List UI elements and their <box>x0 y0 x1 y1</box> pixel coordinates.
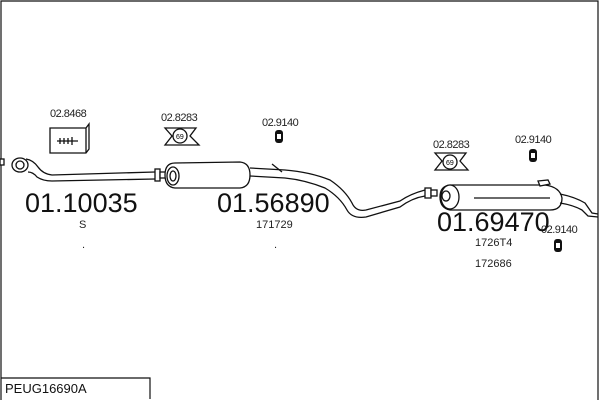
part-number: 01.69470 <box>437 207 550 237</box>
part-01-10035[interactable]: 01.10035 S . <box>25 188 138 251</box>
accessory-ref: 02.8283 <box>433 139 470 151</box>
center-silencer <box>159 161 432 218</box>
part-01-69470[interactable]: 01.69470 1726T4 172686 <box>437 207 550 270</box>
part-number: 01.10035 <box>25 188 138 218</box>
part-sub: 172686 <box>475 258 512 270</box>
accessory-02-8283-a[interactable]: 02.8283 69 <box>161 112 201 146</box>
part-number: 01.56890 <box>217 188 330 218</box>
accessory-02-8283-b[interactable]: 02.8283 69 <box>433 139 470 171</box>
front-pipe <box>0 157 161 182</box>
part-sub: S <box>79 219 86 231</box>
accessory-ref: 02.9140 <box>541 224 578 236</box>
accessory-02-9140-a[interactable]: 02.9140 <box>262 117 299 143</box>
part-sub: 171729 <box>256 219 293 231</box>
diagram-code: PEUG16690A <box>5 381 87 396</box>
part-01-56890[interactable]: 01.56890 171729 . <box>217 188 330 251</box>
accessory-02-9140-c[interactable]: 02.9140 <box>541 224 578 252</box>
accessory-02-9140-b[interactable]: 02.9140 <box>515 134 552 162</box>
gasket-badge: 69 <box>176 134 184 141</box>
rear-silencer <box>430 179 599 218</box>
svg-text:.: . <box>274 239 277 251</box>
part-sub: 1726T4 <box>475 237 512 249</box>
accessory-02-8468[interactable]: 02.8468 <box>49 108 90 154</box>
accessory-ref: 02.9140 <box>262 117 299 129</box>
accessory-ref: 02.8283 <box>161 112 198 124</box>
diagram-code-box: PEUG16690A <box>1 377 151 399</box>
accessory-ref: 02.8468 <box>50 108 87 120</box>
svg-text:.: . <box>82 239 85 251</box>
accessory-ref: 02.9140 <box>515 134 552 146</box>
gasket-badge: 69 <box>446 160 454 167</box>
clamp-kit-box-icon <box>49 122 90 154</box>
